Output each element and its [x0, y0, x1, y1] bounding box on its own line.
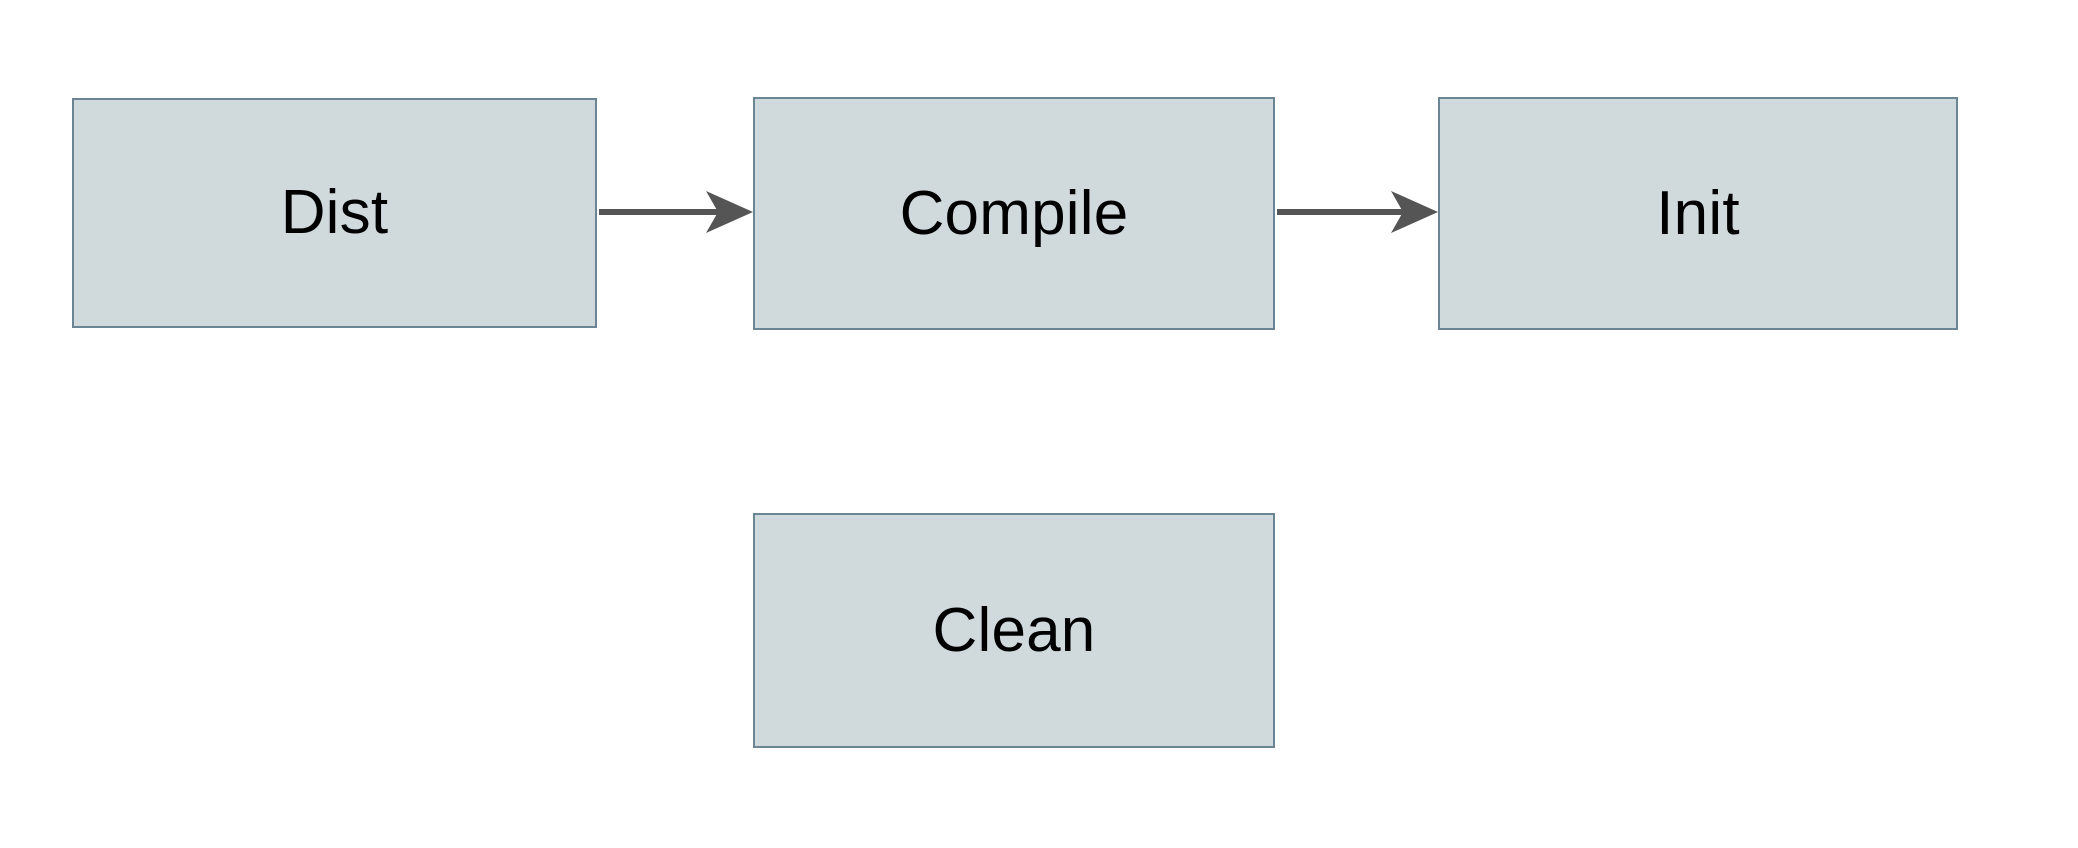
edge-dist-to-compile: [599, 191, 753, 233]
node-clean-label: Clean: [932, 595, 1096, 665]
node-init-label: Init: [1656, 178, 1740, 248]
node-clean[interactable]: Clean: [753, 513, 1275, 748]
node-dist[interactable]: Dist: [72, 98, 597, 328]
node-compile-label: Compile: [899, 178, 1129, 248]
node-dist-label: Dist: [280, 178, 389, 247]
node-init[interactable]: Init: [1438, 97, 1958, 330]
node-compile[interactable]: Compile: [753, 97, 1275, 330]
edge-compile-to-init: [1277, 191, 1438, 233]
